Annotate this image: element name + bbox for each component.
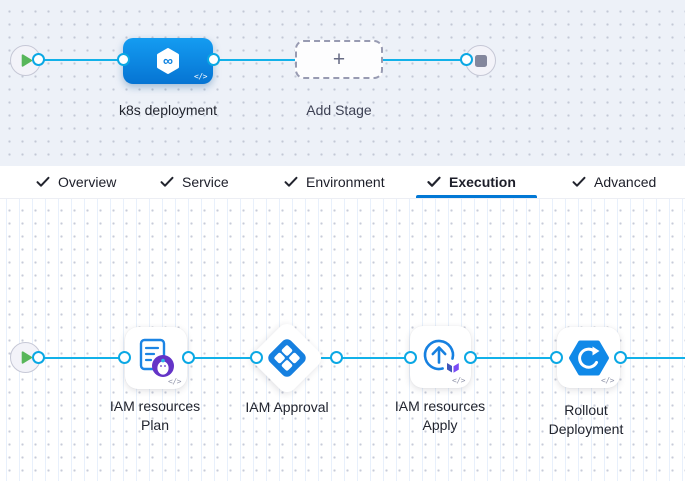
tab-label: Advanced xyxy=(594,174,657,190)
connector-dot xyxy=(117,53,130,66)
connector-dot xyxy=(330,351,343,364)
step-rollout-deployment[interactable]: </> xyxy=(557,327,620,388)
add-stage-button[interactable]: + xyxy=(295,40,383,79)
connector-dot xyxy=(614,351,627,364)
tab-execution[interactable]: Execution xyxy=(427,166,516,198)
connector-dot xyxy=(464,351,477,364)
tab-label: Service xyxy=(182,174,229,190)
tab-label: Overview xyxy=(58,174,117,190)
connector-dot xyxy=(207,53,220,66)
active-tab-underline xyxy=(416,195,537,198)
stop-icon xyxy=(474,54,487,67)
stage-label: k8s deployment xyxy=(118,102,218,118)
step-label: IAM resources Apply xyxy=(394,398,486,433)
check-icon xyxy=(160,176,174,187)
stage-node-k8s-deployment[interactable]: ∞ </> xyxy=(123,38,213,84)
stage-config-tabs: Overview Service Environment Execution A… xyxy=(0,166,685,199)
check-icon xyxy=(572,176,586,187)
stage-graph-canvas[interactable]: ∞ </> + k8s deployment Add Stage xyxy=(0,0,685,166)
code-icon[interactable]: </> xyxy=(168,377,181,386)
execution-edge xyxy=(25,357,685,359)
step-label: IAM Approval xyxy=(245,399,329,415)
connector-dot xyxy=(550,351,563,364)
add-stage-label: Add Stage xyxy=(306,102,372,118)
pipeline-end-node xyxy=(465,45,496,76)
connector-dot xyxy=(250,351,263,364)
connector-dot xyxy=(404,351,417,364)
execution-graph-canvas[interactable]: </> xyxy=(0,199,685,481)
step-label: Rollout Deployment xyxy=(548,402,624,437)
connector-dot xyxy=(32,351,45,364)
play-icon xyxy=(21,351,33,364)
tab-label: Environment xyxy=(306,174,385,190)
connector-dot xyxy=(182,351,195,364)
tab-advanced[interactable]: Advanced xyxy=(572,166,656,198)
step-label: IAM resources Plan xyxy=(109,398,201,433)
tab-service[interactable]: Service xyxy=(160,166,229,198)
code-icon[interactable]: </> xyxy=(452,376,465,385)
harness-stage-icon: ∞ xyxy=(157,48,179,74)
svg-text:∞: ∞ xyxy=(163,53,173,69)
connector-dot xyxy=(32,53,45,66)
code-icon[interactable]: </> xyxy=(194,72,207,81)
approval-icon xyxy=(268,339,306,377)
play-icon xyxy=(21,54,33,67)
step-iam-resources-plan[interactable]: </> xyxy=(125,327,187,389)
rollout-deployment-icon xyxy=(568,340,609,375)
check-icon xyxy=(284,176,298,187)
terraform-apply-icon xyxy=(423,339,459,373)
terraform-plan-icon xyxy=(139,338,174,377)
tab-environment[interactable]: Environment xyxy=(284,166,385,198)
code-icon[interactable]: </> xyxy=(601,376,614,385)
connector-dot xyxy=(118,351,131,364)
check-icon xyxy=(36,176,50,187)
plus-icon: + xyxy=(332,47,346,71)
tab-overview[interactable]: Overview xyxy=(36,166,116,198)
check-icon xyxy=(427,176,441,187)
stage-edge xyxy=(25,59,480,61)
step-iam-resources-apply[interactable]: </> xyxy=(410,326,471,388)
tab-label: Execution xyxy=(449,174,516,190)
step-iam-approval[interactable] xyxy=(248,319,326,397)
connector-dot xyxy=(460,53,473,66)
